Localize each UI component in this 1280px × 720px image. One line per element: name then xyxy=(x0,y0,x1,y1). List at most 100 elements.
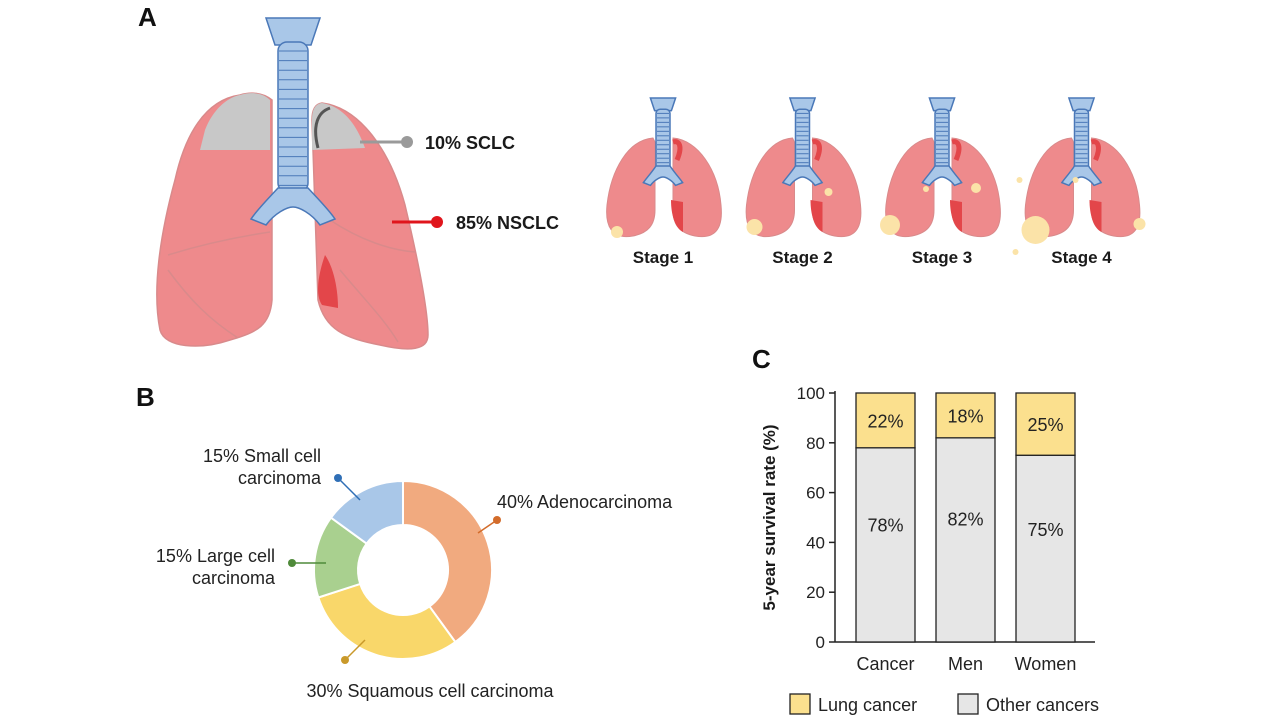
donut-slice xyxy=(329,479,404,545)
bar-segment xyxy=(1015,392,1076,456)
tumor xyxy=(971,183,981,193)
tumor xyxy=(1021,216,1050,244)
apex-shadow xyxy=(314,106,331,149)
legend-swatch xyxy=(789,693,811,715)
histology-donut-chart: 40% Adenocarcinoma 30% Squamous cell carc… xyxy=(156,446,673,701)
stage-trachea xyxy=(1060,97,1103,187)
bar-segment xyxy=(935,437,996,643)
larynx xyxy=(264,17,322,46)
bronchi xyxy=(921,165,963,187)
bar-segment xyxy=(855,447,916,643)
legend-label: Lung cancer xyxy=(818,695,917,715)
panel-letter-a: A xyxy=(138,2,157,32)
y-tick-label: 40 xyxy=(806,533,825,552)
survival-bar-chart: 0 20 40 60 80 100 5-year survival rate (%) 78% 2… xyxy=(760,384,1099,715)
bar-value-label: 25% xyxy=(1027,415,1063,435)
y-tick-label: 100 xyxy=(797,384,825,403)
bar-value-label: 82% xyxy=(947,509,983,529)
tumor xyxy=(611,226,623,238)
lung-diagram xyxy=(156,17,429,350)
donut-leader-line xyxy=(337,477,361,501)
bar-segment xyxy=(1015,454,1076,643)
stage-lung-4: Stage 4 xyxy=(1012,97,1146,267)
donut-leader-dot xyxy=(334,474,342,482)
chart-legend: Lung cancer Other cancers xyxy=(789,693,1099,715)
stage-label: Stage 3 xyxy=(912,248,972,267)
stage-lung-1: Stage 1 xyxy=(606,97,722,267)
legend-swatch xyxy=(957,693,979,715)
stage-trachea xyxy=(921,97,963,187)
bar-value-label: 22% xyxy=(867,411,903,431)
donut-slice-label: 30% Squamous cell carcinoma xyxy=(306,681,554,701)
y-tick-label: 0 xyxy=(816,633,825,652)
tumor xyxy=(1012,249,1019,255)
lung-fissure xyxy=(339,269,399,343)
stage-lung-shadow xyxy=(1089,200,1102,232)
stage-lung-edge xyxy=(951,139,962,161)
right-lung-inner-dark xyxy=(318,255,338,308)
tumor xyxy=(880,215,900,235)
legend-label: Other cancers xyxy=(986,695,1099,715)
tumor xyxy=(824,188,833,196)
nsclc-marker-dot xyxy=(431,216,443,228)
panel-letter-b: B xyxy=(136,382,155,412)
stage-lung-2: Stage 2 xyxy=(745,97,862,267)
tumor xyxy=(746,219,763,235)
y-tick-label: 80 xyxy=(806,434,825,453)
donut-slice xyxy=(402,479,493,644)
stage-label: Stage 4 xyxy=(1051,248,1112,267)
bar-value-label: 75% xyxy=(1027,520,1063,540)
stage-thumbnails: Stage 1 Stage 2 Stage 3 Stage 4 xyxy=(606,97,1146,267)
bronchi xyxy=(249,187,337,226)
donut-leader-dot xyxy=(341,656,349,664)
bronchi xyxy=(781,165,824,187)
stage-lung-3: Stage 3 xyxy=(880,97,1001,267)
stage-trachea xyxy=(642,97,684,187)
tumor xyxy=(923,186,929,192)
stage-lung-shadow xyxy=(950,200,962,232)
bar-segment xyxy=(935,392,996,439)
tumor xyxy=(1072,177,1079,183)
right-lung xyxy=(311,102,429,350)
stage-lung-shadow xyxy=(810,200,823,232)
y-axis-label: 5-year survival rate (%) xyxy=(760,424,779,610)
right-lung-apex-sclc xyxy=(312,103,365,150)
stage-lung-edge xyxy=(1090,139,1101,161)
y-tick-label: 20 xyxy=(806,583,825,602)
sclc-marker-dot xyxy=(401,136,413,148)
bronchi xyxy=(642,165,684,187)
larynx xyxy=(928,97,956,112)
tumor xyxy=(1133,218,1146,230)
bar-value-label: 18% xyxy=(947,406,983,426)
lung-fissure xyxy=(167,231,271,256)
larynx xyxy=(649,97,677,112)
donut-leader-dot xyxy=(288,559,296,567)
bar-value-label: 78% xyxy=(867,515,903,535)
sclc-label: 10% SCLC xyxy=(425,133,515,153)
stage-lung-edge xyxy=(672,139,683,161)
stage-label: Stage 1 xyxy=(633,248,693,267)
trachea-tube xyxy=(277,41,309,193)
donut-slice-label: 40% Adenocarcinoma xyxy=(497,492,673,512)
stage-trachea xyxy=(781,97,824,187)
stage-left-lung xyxy=(606,137,656,238)
sclc-callout: 10% SCLC xyxy=(360,133,515,153)
nsclc-callout: 85% NSCLC xyxy=(392,213,559,233)
stage-lung-edge xyxy=(811,139,822,161)
lung-fissure xyxy=(329,219,416,253)
y-tick-label: 60 xyxy=(806,484,825,503)
bar-segment xyxy=(855,392,916,449)
bronchi xyxy=(1060,165,1103,187)
trachea xyxy=(249,17,337,226)
larynx xyxy=(1067,97,1096,112)
stage-label: Stage 2 xyxy=(772,248,832,267)
x-tick-label: Men xyxy=(948,654,983,674)
larynx xyxy=(788,97,817,112)
nsclc-label: 85% NSCLC xyxy=(456,213,559,233)
lung-fissure xyxy=(167,269,239,339)
donut-leader-dot xyxy=(493,516,501,524)
panel-letter-c: C xyxy=(752,344,771,374)
